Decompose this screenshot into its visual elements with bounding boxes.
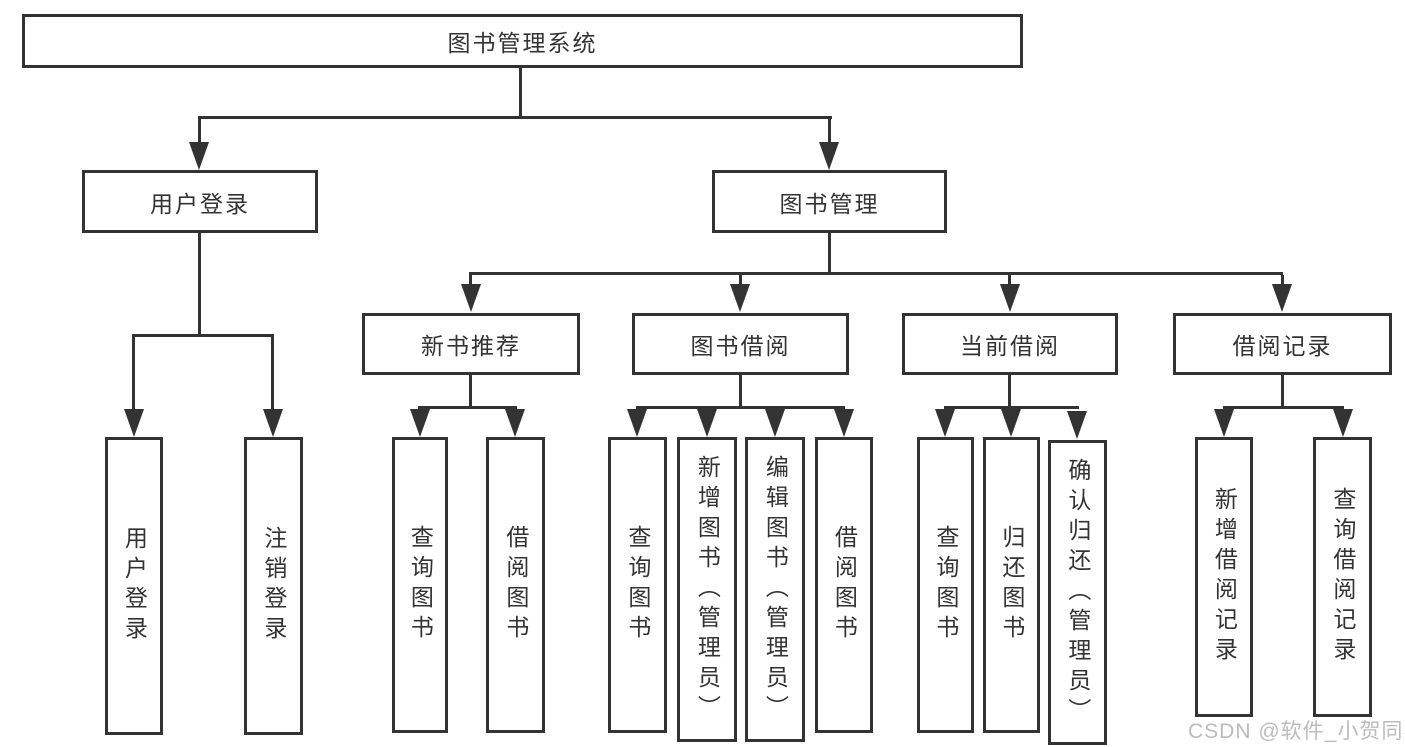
node-user-login: 用户登录 <box>82 170 318 233</box>
connector-line <box>1281 275 1284 284</box>
arrow-down-icon <box>1000 284 1020 312</box>
connector-line <box>132 334 274 337</box>
node-label: 注销登录 <box>260 526 287 646</box>
arrow-down-icon <box>1067 411 1087 439</box>
node-label: 查询图书 <box>624 525 651 645</box>
node-label: 借阅图书 <box>502 525 529 645</box>
connector-line <box>739 375 742 408</box>
node-query-books-2: 查询图书 <box>608 437 667 733</box>
node-add-books-admin: 新增图书（管理员） <box>677 437 737 742</box>
connector-line <box>1008 375 1011 408</box>
arrow-down-icon <box>263 409 283 437</box>
node-label: 查询图书 <box>407 525 434 645</box>
node-borrow-books-2: 借阅图书 <box>815 437 873 733</box>
node-new-book-recommend: 新书推荐 <box>362 313 580 375</box>
arrow-down-icon <box>819 142 839 170</box>
node-library-system: 图书管理系统 <box>22 14 1023 68</box>
node-current-borrow: 当前借阅 <box>902 313 1118 375</box>
arrow-down-icon <box>627 409 647 437</box>
connector-line <box>1008 275 1011 284</box>
connector-line <box>198 116 832 119</box>
arrow-down-icon <box>765 409 785 437</box>
node-book-borrow: 图书借阅 <box>632 313 849 375</box>
node-label: 用户登录 <box>121 526 148 646</box>
node-query-borrow-record: 查询借阅记录 <box>1313 437 1372 717</box>
arrow-down-icon <box>1214 409 1234 437</box>
node-return-books: 归还图书 <box>983 437 1040 733</box>
node-borrow-books-1: 借阅图书 <box>486 437 545 733</box>
node-label: 新增借阅记录 <box>1211 487 1238 667</box>
arrow-down-icon <box>1001 409 1021 437</box>
node-label: 借阅图书 <box>831 525 858 645</box>
node-label: 查询借阅记录 <box>1329 487 1356 667</box>
arrow-down-icon <box>1272 284 1292 312</box>
connector-line <box>828 233 831 274</box>
node-user-login-leaf: 用户登录 <box>105 437 163 735</box>
connector-line <box>271 337 274 409</box>
node-label: 新增图书（管理员） <box>694 454 721 725</box>
connector-line <box>198 119 201 142</box>
connector-line <box>198 233 201 336</box>
node-book-management: 图书管理 <box>712 170 947 233</box>
arrow-down-icon <box>935 409 955 437</box>
node-label: 查询图书 <box>932 525 959 645</box>
connector-line <box>469 375 472 408</box>
connector-line <box>469 272 1283 275</box>
arrow-down-icon <box>697 409 717 437</box>
connector-line <box>469 275 472 284</box>
connector-line <box>418 406 517 409</box>
arrow-down-icon <box>1333 409 1353 437</box>
arrow-down-icon <box>834 409 854 437</box>
connector-line <box>1223 406 1344 409</box>
node-query-books-1: 查询图书 <box>392 437 448 733</box>
connector-line <box>132 337 135 409</box>
arrow-down-icon <box>189 142 209 170</box>
node-label: 编辑图书（管理员） <box>762 454 789 725</box>
arrow-down-icon <box>461 284 481 312</box>
node-confirm-return-admin: 确认归还（管理员） <box>1048 440 1107 745</box>
connector-line <box>636 406 845 409</box>
node-logout-leaf: 注销登录 <box>244 437 303 735</box>
arrow-down-icon <box>124 409 144 437</box>
connector-line <box>1281 375 1284 408</box>
connector-line <box>944 406 1079 409</box>
connector-line <box>739 275 742 284</box>
node-add-borrow-record: 新增借阅记录 <box>1195 437 1253 717</box>
arrow-down-icon <box>505 409 525 437</box>
node-borrow-records: 借阅记录 <box>1173 313 1392 375</box>
node-edit-books-admin: 编辑图书（管理员） <box>745 437 805 742</box>
connector-line <box>828 119 831 142</box>
node-query-books-3: 查询图书 <box>917 437 974 733</box>
arrow-down-icon <box>730 284 750 312</box>
arrow-down-icon <box>410 409 430 437</box>
csdn-watermark: CSDN @软件_小贺同学 <box>1188 720 1405 743</box>
node-label: 确认归还（管理员） <box>1064 457 1091 728</box>
node-label: 归还图书 <box>998 525 1025 645</box>
connector-line <box>519 68 522 119</box>
